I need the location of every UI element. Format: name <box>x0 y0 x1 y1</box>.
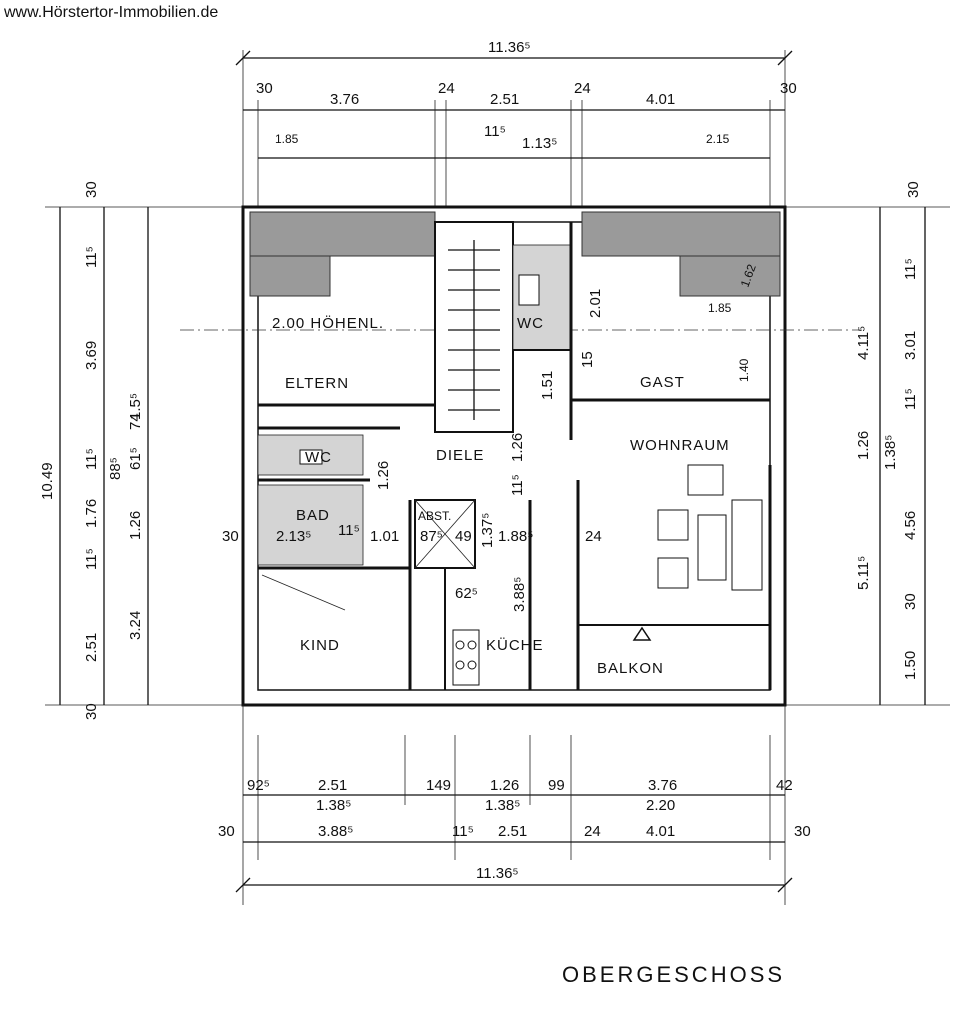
label-balkon: BALKON <box>597 660 664 677</box>
label-bad: BAD <box>296 507 330 524</box>
dim-bot-overall: 11.36⁵ <box>476 865 519 882</box>
bottom-dimensions: 92⁵ 2.51 149 1.26 99 3.76 42 1.38⁵ 1.38⁵… <box>218 705 811 905</box>
dim-right-i0: 11⁵ <box>902 258 919 280</box>
dim-bot-r1-4: 99 <box>548 777 565 794</box>
dim-bot-r1b-1: 1.38⁵ <box>485 797 520 814</box>
dim-int-11: 49 <box>455 528 472 545</box>
dim-bot-r2-3: 2.51 <box>498 823 527 840</box>
dim-right-i1: 3.01 <box>902 331 919 360</box>
building-outline <box>180 205 860 707</box>
dim-int-8: 2.13⁵ <box>276 528 311 545</box>
label-abst: ABST. <box>418 509 451 523</box>
dim-bot-r1-5: 3.76 <box>648 777 677 794</box>
dim-top-r2-3: 2.15 <box>706 132 730 146</box>
dim-int-0: 2.01 <box>587 289 604 318</box>
dim-left-i6: 61⁵ <box>127 447 144 470</box>
dim-int-16: 11⁵ <box>509 474 526 496</box>
dim-right-o0: 30 <box>905 181 922 198</box>
dim-top-overall: 11.36⁵ <box>488 39 531 56</box>
dim-bot-r1b-0: 1.38⁵ <box>316 797 351 814</box>
dim-bot-r1b-2: 2.20 <box>646 797 675 814</box>
floor-title: OBERGESCHOSS <box>562 962 785 987</box>
dim-bot-r1-2: 149 <box>426 777 451 794</box>
dim-top-r2-2: 1.13⁵ <box>522 135 557 152</box>
dim-top-r1-3: 2.51 <box>490 91 519 108</box>
dim-left-i0: 1.5⁵ <box>127 393 144 420</box>
dim-left-i2: 88⁵ <box>107 457 124 480</box>
dim-left-o2: 3.69 <box>83 341 100 370</box>
label-wc-left: WC <box>305 449 332 466</box>
room-labels: 2.00 HÖHENL. ELTERN WC GAST WOHNRAUM DIE… <box>272 314 730 677</box>
dim-left-i4: 3.24 <box>127 611 144 640</box>
dim-right-i4: 4.56 <box>902 511 919 540</box>
dim-int-5: 3.88⁵ <box>511 577 528 612</box>
dim-bot-r1-3: 1.26 <box>490 777 519 794</box>
dim-left-i5: 74 <box>127 413 144 430</box>
dim-right-i2: 11⁵ <box>902 388 919 410</box>
dim-left-i3: 1.26 <box>127 511 144 540</box>
dim-left-o1: 11⁵ <box>83 246 100 268</box>
dim-int-3: 1.26 <box>375 461 392 490</box>
dim-int-12: 1.37⁵ <box>479 513 496 548</box>
dim-bot-r2-0: 30 <box>218 823 235 840</box>
label-wohnraum: WOHNRAUM <box>630 437 730 454</box>
dim-top-r1-2: 24 <box>438 80 455 97</box>
dim-right-o2: 1.38⁵ <box>882 435 899 470</box>
dim-bot-r2-4: 24 <box>584 823 601 840</box>
dim-bot-r1-0: 92⁵ <box>247 777 270 794</box>
label-wc-top: WC <box>517 315 544 332</box>
dim-top-r1-5: 4.01 <box>646 91 675 108</box>
dim-top-r1-1: 3.76 <box>330 91 359 108</box>
dim-right-i6: 1.50 <box>902 651 919 680</box>
dim-bot-r2-6: 30 <box>794 823 811 840</box>
dim-left-overall: 10.49 <box>39 462 56 500</box>
label-kueche: KÜCHE <box>486 636 544 654</box>
dim-int-1: 1.85 <box>708 301 732 315</box>
dim-top-r1-0: 30 <box>256 80 273 97</box>
dim-int-14: 30 <box>222 528 239 545</box>
top-dimensions: 11.36⁵ 30 3.76 24 2.51 24 4.01 30 1.85 1… <box>235 39 797 210</box>
label-gast: GAST <box>640 374 685 391</box>
dim-right-o3: 5.11⁵ <box>855 556 872 590</box>
dim-bot-r2-5: 4.01 <box>646 823 675 840</box>
dim-right-o1: 4.11⁵ <box>855 326 872 360</box>
dim-int-15: 1.26 <box>509 433 526 462</box>
dim-bot-r1-1: 2.51 <box>318 777 347 794</box>
dim-int-19: 15 <box>579 351 596 368</box>
dim-top-r2-0: 1.85 <box>275 132 299 146</box>
dim-left-o5: 11⁵ <box>83 548 100 570</box>
dim-int-9: 11⁵ <box>338 522 360 539</box>
label-diele: DIELE <box>436 447 484 464</box>
label-kind: KIND <box>300 637 340 654</box>
label-hoehenlinie: 2.00 HÖHENL. <box>272 314 384 332</box>
dim-int-7: 1.01 <box>370 528 399 545</box>
dim-left-o4: 1.76 <box>83 499 100 528</box>
dim-int-2: 1.51 <box>539 371 556 400</box>
dim-left-o0: 30 <box>83 181 100 198</box>
dim-right-i5: 30 <box>902 593 919 610</box>
staircase <box>448 240 500 420</box>
dim-right-i3: 1.26 <box>855 431 872 460</box>
dim-left-o7: 30 <box>83 703 100 720</box>
dim-int-10: 87⁵ <box>420 528 443 545</box>
dim-left-o3: 11⁵ <box>83 448 100 470</box>
dim-int-13: 24 <box>585 528 602 545</box>
dim-bot-r2-2: 11⁵ <box>452 823 474 840</box>
dim-bot-r1-6: 42 <box>776 777 793 794</box>
right-dimensions: 30 4.11⁵ 1.38⁵ 5.11⁵ 11⁵ 3.01 11⁵ 1.26 4… <box>785 181 950 706</box>
dim-left-o6: 2.51 <box>83 633 100 662</box>
dim-top-r1-6: 30 <box>780 80 797 97</box>
website-url: www.Hörstertor-Immobilien.de <box>4 4 219 21</box>
left-dimensions: 10.49 30 11⁵ 3.69 11⁵ 1.76 11⁵ 2.51 30 1… <box>39 181 243 720</box>
label-eltern: ELTERN <box>285 375 349 392</box>
dim-int-6: 62⁵ <box>455 585 478 602</box>
dim-int-17: 1.40 <box>737 358 751 382</box>
dim-top-r1-4: 24 <box>574 80 591 97</box>
dim-bot-r2-1: 3.88⁵ <box>318 823 353 840</box>
dim-int-4: 1.88⁵ <box>498 528 533 545</box>
dim-top-r2-1: 11⁵ <box>484 123 506 140</box>
